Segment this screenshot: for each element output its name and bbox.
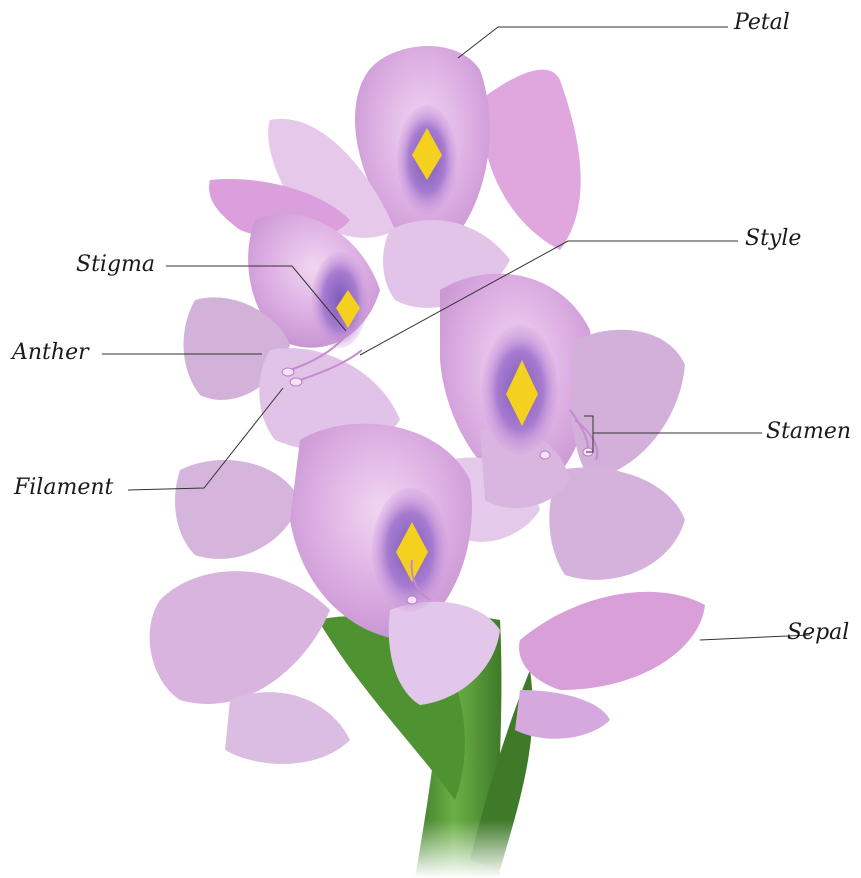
label-stigma: Stigma [76,254,155,276]
petal-right-outer [570,330,685,480]
petal-top-right [480,70,581,250]
sepal-left-bottom [225,692,350,764]
label-petal: Petal [734,12,790,34]
label-filament: Filament [14,477,113,499]
flower-cluster [150,46,705,764]
sepal-right-low [519,592,705,690]
leader-petal [458,27,728,58]
sepal-right-bottom [515,690,610,739]
label-sepal: Sepal [787,622,849,644]
label-stamen: Stamen [766,421,851,443]
petal-right-lower [549,467,685,579]
petal-left-lower [175,460,300,559]
label-anther: Anther [12,342,89,364]
label-style: Style [745,228,801,250]
sepal-left-low [150,571,330,704]
